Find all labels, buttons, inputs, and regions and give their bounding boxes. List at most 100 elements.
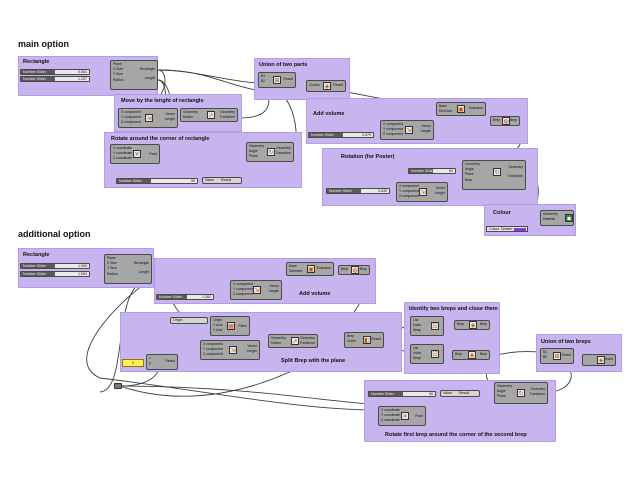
cap-icon: ◈: [597, 356, 605, 364]
wire-relay[interactable]: [114, 383, 122, 389]
cap-holes-component[interactable]: Brep Brep ◈: [454, 320, 490, 330]
port-y-size: Y Size: [113, 72, 123, 77]
port-value: Value: [205, 178, 214, 182]
port-rectangle: Rectangle: [139, 67, 155, 71]
output-ports: Extrusion: [468, 106, 483, 110]
rotate-icon: ↻: [267, 148, 275, 156]
output-ports: Result: [561, 353, 571, 357]
slider-value: 0.679: [362, 133, 371, 137]
rectangle-component[interactable]: Plane X Size Y Size Radius Rectangle Len…: [110, 60, 158, 90]
number-slider-x[interactable]: Number Slider 0.581: [20, 69, 90, 75]
slider-label: Number Slider: [157, 295, 187, 299]
number-slider-angle[interactable]: Number Slider 90: [368, 391, 436, 397]
rotate-icon: ↻: [493, 168, 501, 176]
panel-value[interactable]: 1: [122, 359, 144, 367]
number-slider-volume[interactable]: Number Slider 1.262: [156, 294, 214, 300]
cap-icon: ◈: [323, 82, 331, 90]
vector-icon: ⇲: [145, 114, 153, 122]
extrude-icon: ▣: [457, 105, 465, 113]
group-title: Union of two parts: [259, 62, 308, 68]
origin-label: Origin: [173, 318, 183, 322]
group-title: Identify two breps and close them: [409, 306, 498, 312]
slider-value: 90: [191, 179, 195, 183]
split-icon: ◧: [363, 336, 371, 344]
number-slider-y[interactable]: Number Slider 1.594: [20, 271, 90, 277]
list-icon: ☷: [431, 350, 439, 358]
number-slider-angle[interactable]: Number Slider 90: [116, 178, 198, 184]
brep-param[interactable]: Brep Brep ◍: [338, 265, 370, 275]
input-ports: Curves: [309, 83, 320, 87]
vector-icon: ⇲: [405, 126, 413, 134]
number-slider-poster[interactable]: Number Slider 0.849: [326, 188, 390, 194]
group-title: Rotate first brep around the corner of t…: [385, 432, 527, 438]
cap-holes-component[interactable]: Curves Result ◈: [306, 80, 346, 92]
vector-icon: ⇲: [253, 286, 261, 294]
slider-value: 1.262: [202, 295, 211, 299]
output-ports: Rectangle Length: [140, 67, 155, 81]
slider-value: 1.000: [78, 264, 87, 268]
radians-component[interactable]: Value Result: [202, 177, 242, 184]
slider-value: 0.849: [378, 189, 387, 193]
number-slider-x[interactable]: Number Slider 1.000: [20, 263, 90, 269]
port-result: Result: [220, 178, 232, 182]
brep-param[interactable]: Brep Brep ◍: [490, 116, 520, 126]
rotate-icon: ↻: [517, 389, 525, 397]
radians-component[interactable]: Value Result: [440, 390, 480, 397]
cap-holes-component[interactable]: Brep Brep ◈: [452, 350, 490, 360]
list-icon: ☷: [431, 322, 439, 330]
number-slider-y[interactable]: Number Slider 1.257: [20, 76, 90, 82]
group-identify[interactable]: Identify two breps and close them: [404, 302, 500, 374]
group-title: Colour: [493, 210, 511, 216]
brep-icon: ◍: [502, 117, 510, 125]
slider-value: 0.581: [78, 70, 87, 74]
origin-param[interactable]: Origin: [170, 317, 208, 324]
output-ports: Result: [371, 337, 381, 341]
output-ports: Point: [149, 152, 157, 156]
wire: [119, 385, 377, 405]
cap-holes-component[interactable]: Result ◈: [582, 354, 616, 366]
preview-icon: ▪: [565, 214, 573, 222]
slider-label: Number Slider: [369, 392, 403, 396]
group-title: Rotation (for Poster): [341, 154, 395, 160]
number-slider-poster-angle[interactable]: Number Slider 90: [408, 168, 456, 174]
input-ports: Plane X Size Y Size Radius: [113, 62, 124, 83]
number-slider-volume[interactable]: Number Slider 0.679: [308, 132, 374, 138]
group-title: Rotate around the corner of rectangle: [111, 136, 210, 142]
colour-swatch[interactable]: Colour Swatch: [486, 226, 528, 232]
